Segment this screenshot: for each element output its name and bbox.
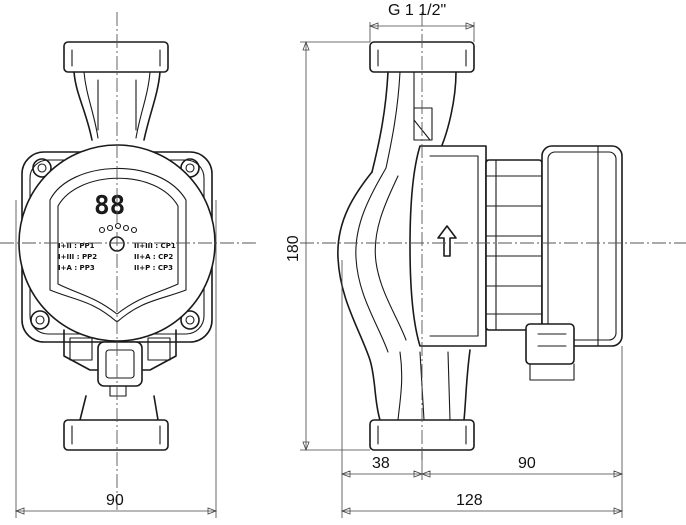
- mode-label-right-1: II+III : CP1: [134, 242, 176, 250]
- connection-dimension: G 1 1/2": [368, 2, 476, 42]
- motor-depth-label: 90: [518, 455, 536, 472]
- segment-display: 88: [94, 191, 125, 221]
- side-view: [337, 41, 623, 451]
- front-width-label: 90: [106, 492, 124, 509]
- flow-arrow-icon: [437, 225, 457, 257]
- connection-label: G 1 1/2": [388, 2, 446, 19]
- mode-label-left-1: I+II : PP1: [58, 242, 95, 250]
- height-label: 180: [285, 235, 302, 262]
- mode-label-right-2: II+A : CP2: [134, 253, 173, 261]
- side-offset-label: 38: [372, 455, 390, 472]
- total-depth-label: 128: [456, 492, 483, 509]
- mode-label-right-3: II+P : CP3: [134, 264, 173, 272]
- mode-label-left-3: I+A : PP3: [58, 264, 95, 272]
- front-width-dimension: 90: [14, 200, 218, 518]
- depth-dimensions: 38 90 128: [340, 260, 624, 518]
- mode-label-left-2: I+III : PP2: [58, 253, 97, 261]
- height-dimension: 180: [285, 40, 370, 452]
